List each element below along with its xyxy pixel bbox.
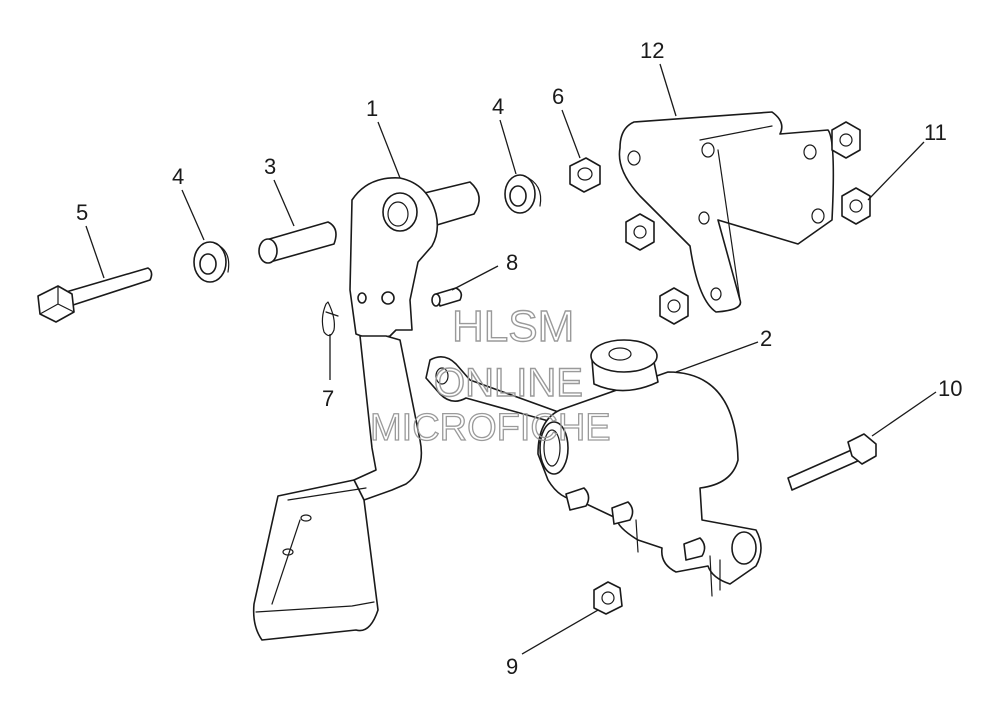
callout-11: 11: [924, 120, 947, 145]
leader-3: [273, 179, 295, 227]
part-12-bracket: [618, 111, 835, 313]
leader-10: [871, 391, 937, 437]
watermark-line-3: MICROFICHE: [370, 407, 611, 449]
part-7-clip: [321, 301, 339, 337]
part-3-sleeve: [258, 221, 337, 264]
part-4-bushing-right: [504, 174, 542, 214]
callout-9: 9: [506, 654, 518, 679]
part-1-pedal-arm: [252, 177, 480, 641]
callout-labels: 1 2 3 4 4 5 6 7 8 9 10 11 12: [76, 38, 962, 679]
callout-12: 12: [640, 38, 664, 63]
leader-4a: [181, 189, 205, 241]
watermark-line-1: HLSM: [452, 302, 574, 351]
bracket-nut-left: [625, 213, 655, 251]
callout-1: 1: [366, 96, 378, 121]
part-10-bolt: [787, 433, 877, 491]
callout-8: 8: [506, 250, 518, 275]
part-2-master-cylinder: [425, 339, 762, 597]
leader-6: [561, 109, 581, 159]
leader-9: [521, 609, 599, 655]
callout-10: 10: [938, 376, 962, 401]
callout-2: 2: [760, 326, 772, 351]
leader-2: [675, 341, 759, 373]
part-8-pin: [431, 287, 463, 307]
callout-5: 5: [76, 200, 88, 225]
bracket-nut-upper: [831, 121, 861, 159]
callout-6: 6: [552, 84, 564, 109]
leader-1: [377, 121, 401, 179]
part-6-nut: [569, 157, 601, 193]
callout-4-right: 4: [492, 94, 504, 119]
leader-8: [451, 265, 499, 291]
callout-3: 3: [264, 154, 276, 179]
part-4-bushing-left: [193, 241, 230, 283]
callout-4-left: 4: [172, 164, 184, 189]
part-5-bolt: [37, 267, 153, 323]
part-9-nut: [593, 581, 623, 615]
leader-5: [85, 225, 105, 279]
leader-lines: [85, 63, 937, 655]
bracket-nut-lower: [659, 287, 689, 325]
leader-4b: [499, 119, 517, 175]
leader-11: [867, 141, 925, 201]
part-11-flange-nut: [841, 187, 871, 225]
watermark: HLSM ONLINE MICROFICHE: [369, 301, 611, 449]
callout-7: 7: [322, 386, 334, 411]
watermark-line-2: ONLINE: [434, 361, 583, 405]
leader-12: [659, 63, 677, 117]
